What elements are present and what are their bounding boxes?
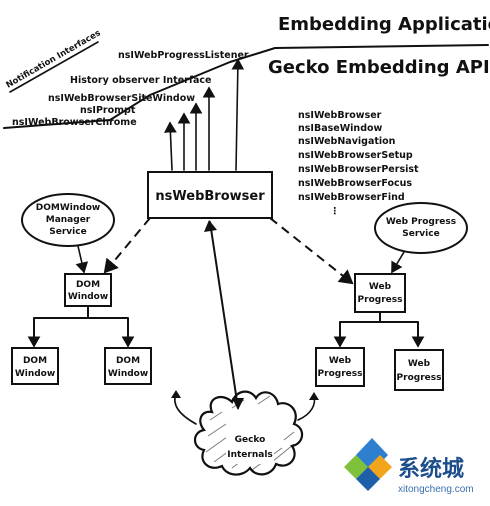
nswebbrowser-box bbox=[147, 171, 273, 219]
webprogress-tree-connector bbox=[339, 311, 419, 346]
nswebbrowser-label: nsWebBrowser bbox=[155, 189, 265, 204]
domwindow-manager-line: DOMWindow bbox=[36, 203, 100, 213]
embedding-application-title: Embedding Application bbox=[278, 14, 490, 35]
domwindow-manager-line: Manager bbox=[46, 215, 91, 225]
watermark-url: xitongcheng.com bbox=[398, 484, 474, 495]
gecko-internals-label-bg bbox=[226, 428, 274, 464]
web-progress-main-line: Progress bbox=[358, 295, 403, 305]
web-progress-child-box bbox=[394, 349, 444, 391]
dom-window-child-box bbox=[104, 347, 152, 385]
notification-label-underline bbox=[9, 41, 99, 93]
dashed-link-to-domwindow bbox=[103, 217, 151, 274]
arrow-manager-to-domwindow bbox=[75, 245, 89, 274]
arrow-to-chrome bbox=[164, 121, 177, 171]
api-boundary-line bbox=[3, 44, 489, 129]
notification-arrows bbox=[164, 58, 245, 171]
arrowhead-down-icon bbox=[232, 398, 244, 410]
arrowhead-curve-left-icon bbox=[171, 390, 181, 398]
notification-item: nsIWebBrowserSiteWindow bbox=[48, 93, 195, 104]
web-progress-main-box bbox=[354, 273, 406, 313]
web-progress-service-line: Web Progress bbox=[386, 217, 456, 227]
notification-item: nsIWebBrowserChrome bbox=[12, 117, 137, 128]
dom-window-child-line: DOM bbox=[116, 356, 140, 366]
watermark-logo-icon bbox=[344, 438, 392, 491]
arrowhead-up-icon bbox=[204, 220, 217, 232]
dom-window-child-line: Window bbox=[108, 369, 148, 379]
web-progress-child-line: Progress bbox=[318, 369, 363, 379]
watermark-brand: 系统城 bbox=[398, 456, 464, 481]
domwindow-manager-line: Service bbox=[49, 227, 86, 237]
dom-window-child-box bbox=[11, 347, 59, 385]
watermark: 系统城 xitongcheng.com bbox=[344, 438, 474, 495]
notification-item: nsIWebProgressListener bbox=[118, 50, 249, 61]
arrow-to-progresslistener bbox=[231, 58, 245, 171]
dashed-link-to-webprogress bbox=[269, 217, 354, 285]
gecko-internals-line: Gecko bbox=[235, 435, 266, 445]
web-progress-child-box bbox=[315, 347, 365, 387]
api-item: nsIWebBrowserFind bbox=[298, 192, 405, 203]
arrowhead-curve-right-icon bbox=[309, 392, 319, 400]
gecko-embedding-apis-title: Gecko Embedding APIs bbox=[268, 57, 490, 78]
api-item-ellipsis: ⋮ bbox=[330, 206, 340, 217]
curve-to-domwindow bbox=[174, 393, 197, 425]
domwindow-tree-connector bbox=[33, 305, 129, 346]
arrow-service-to-webprogress bbox=[391, 251, 405, 274]
gecko-internals-line: Internals bbox=[227, 450, 273, 460]
dom-window-main-line: DOM bbox=[76, 280, 100, 290]
api-item: nsIBaseWindow bbox=[298, 123, 383, 134]
api-item: nsIWebBrowserFocus bbox=[298, 178, 412, 189]
dom-window-child-line: Window bbox=[15, 369, 55, 379]
web-progress-child-line: Web bbox=[408, 359, 431, 369]
api-item: nsIWebBrowserPersist bbox=[298, 164, 419, 175]
web-progress-child-line: Web bbox=[329, 356, 352, 366]
dom-window-main-line: Window bbox=[68, 292, 108, 302]
api-interface-list: nsIWebBrowser nsIBaseWindow nsIWebNaviga… bbox=[298, 110, 419, 217]
web-progress-service-line: Service bbox=[402, 229, 439, 239]
browser-internals-link bbox=[209, 221, 239, 409]
api-item: nsIWebNavigation bbox=[298, 136, 396, 147]
web-progress-main-line: Web bbox=[369, 282, 392, 292]
web-progress-service-ellipse bbox=[374, 202, 468, 254]
web-progress-child-line: Progress bbox=[397, 373, 442, 383]
api-item: nsIWebBrowserSetup bbox=[298, 150, 413, 161]
notification-item: nsIPrompt bbox=[80, 105, 136, 116]
notification-item: History observer Interface bbox=[70, 75, 211, 86]
dom-window-child-line: DOM bbox=[23, 356, 47, 366]
api-item: nsIWebBrowser bbox=[298, 110, 382, 121]
domwindow-manager-service-ellipse bbox=[21, 193, 115, 247]
